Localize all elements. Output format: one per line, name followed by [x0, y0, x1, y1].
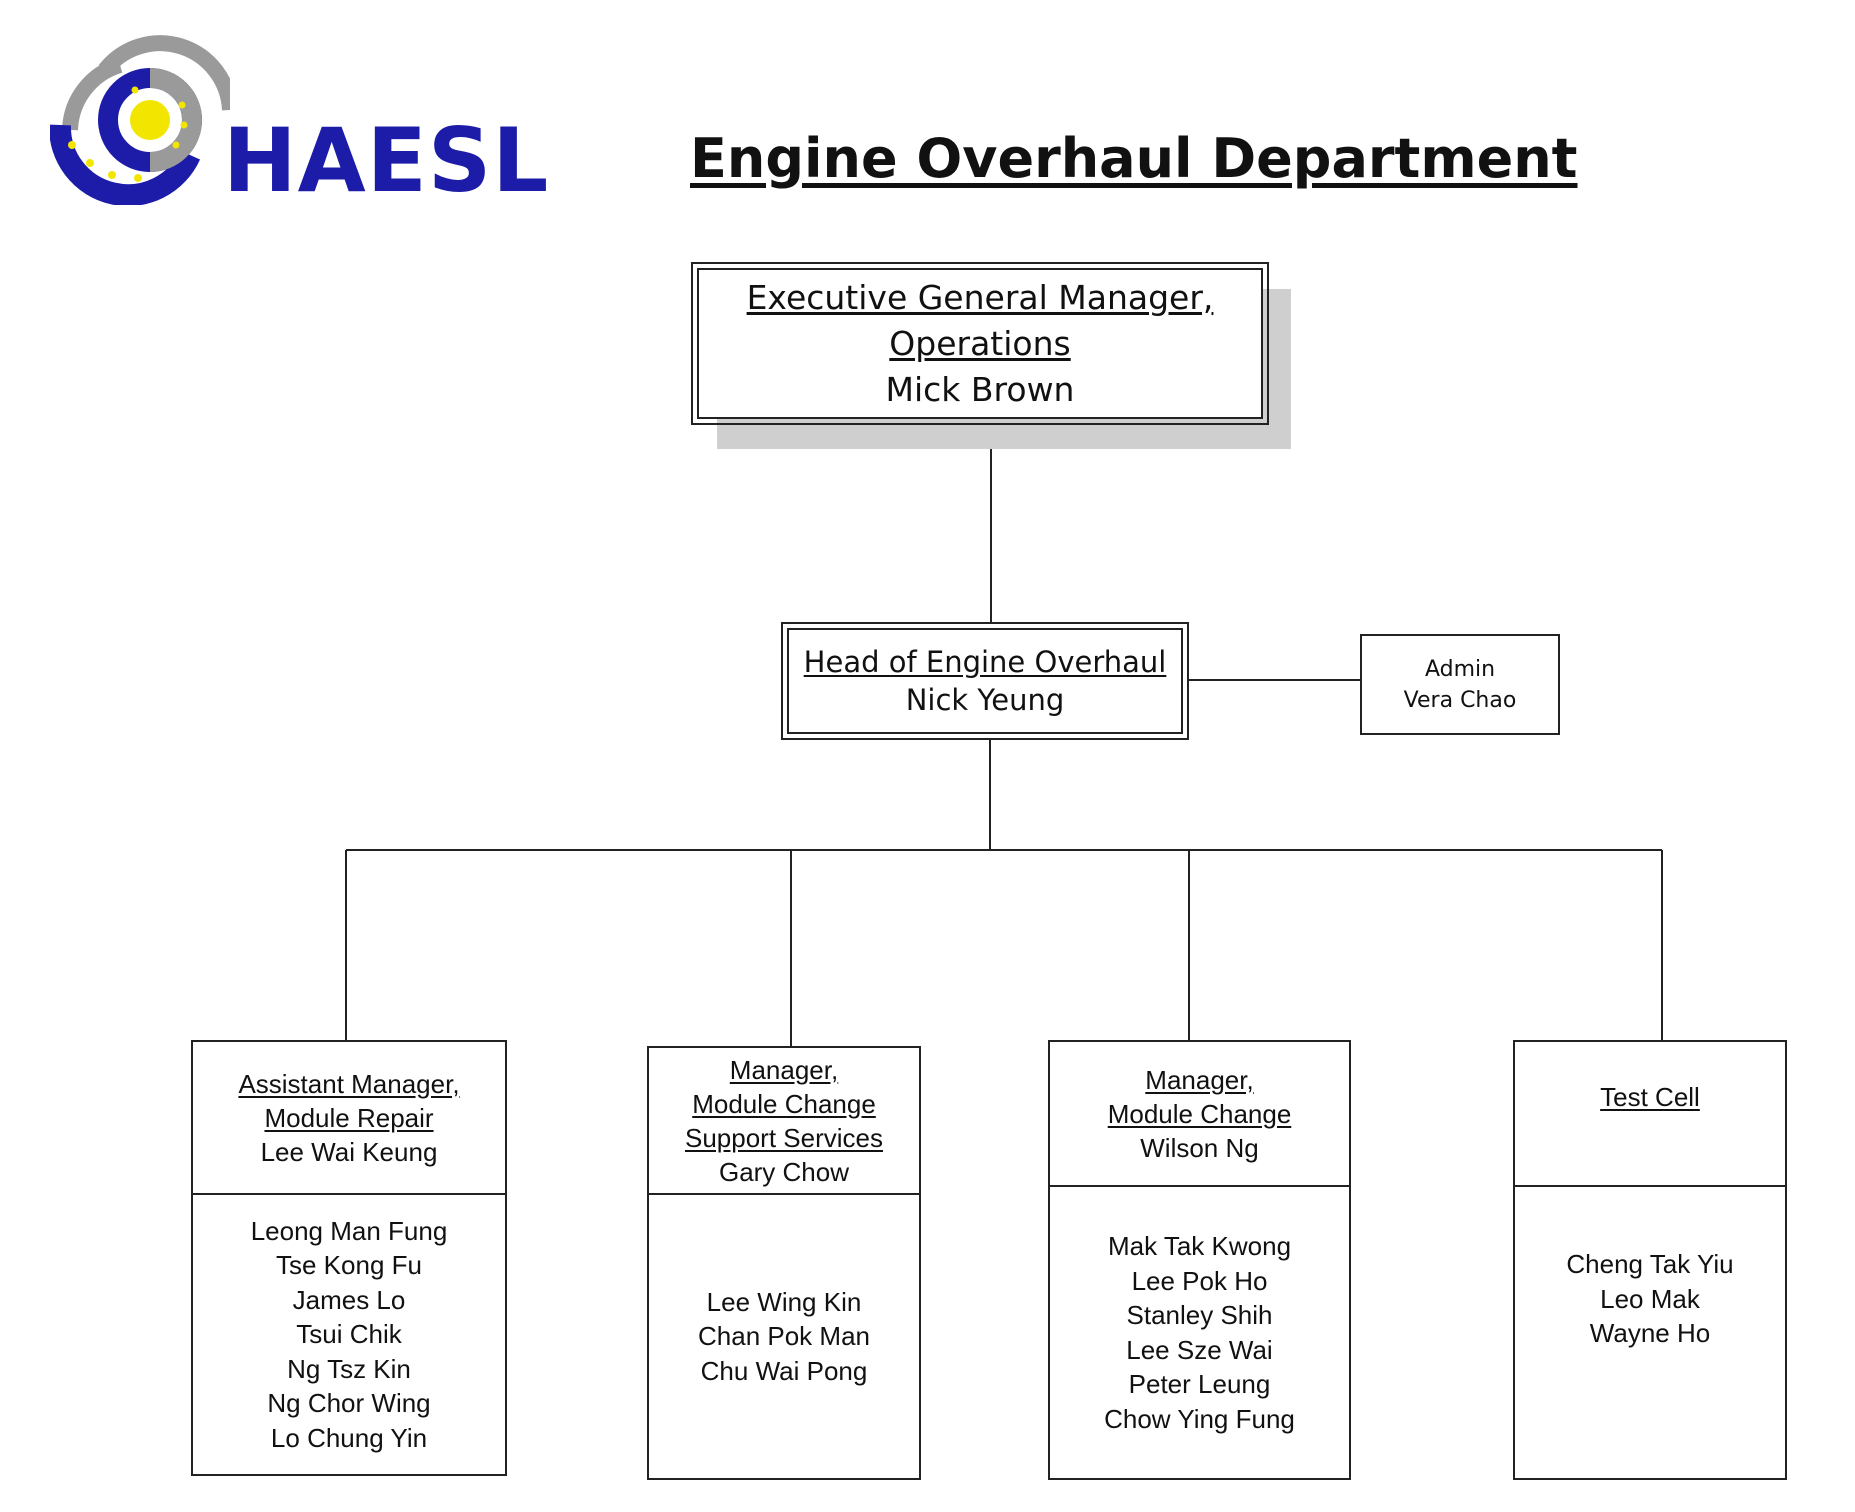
member-name: Chu Wai Pong	[700, 1355, 868, 1386]
logo-text: HAESL	[223, 109, 550, 212]
member-name: Wayne Ho	[1589, 1318, 1711, 1348]
logo-emblem-icon	[48, 35, 238, 207]
department-role-line: Manager,	[1145, 1064, 1254, 1095]
department-box-module-change: Manager, Module Change Wilson Ng Mak Tak…	[1048, 1040, 1351, 1480]
department-role-line: Support Services	[685, 1122, 883, 1153]
member-name: Chow Ying Fung	[1104, 1403, 1295, 1434]
member-name: Tsui Chik	[296, 1319, 402, 1350]
head-name: Nick Yeung	[905, 683, 1065, 717]
department-role-line: Module Change	[1107, 1098, 1292, 1129]
page-title: Engine Overhaul Department	[690, 127, 1578, 190]
member-name: Cheng Tak Yiu	[1566, 1249, 1734, 1279]
department-role-line: Module Repair	[264, 1102, 434, 1133]
department-members: Lee Wing Kin Chan Pok Man Chu Wai Pong	[649, 1195, 919, 1478]
member-name: Ng Chor Wing	[267, 1388, 431, 1419]
department-manager: Gary Chow	[718, 1156, 850, 1187]
department-manager: Lee Wai Keung	[260, 1136, 438, 1167]
department-role-line: Module Change	[692, 1088, 876, 1119]
member-name: Chan Pok Man	[698, 1321, 870, 1352]
member-name: Leong Man Fung	[250, 1215, 448, 1246]
executive-role-line1: Executive General Manager,	[746, 277, 1214, 317]
member-name: Lee Sze Wai	[1126, 1334, 1273, 1365]
member-name: Leo Mak	[1600, 1283, 1700, 1314]
member-name: Lee Pok Ho	[1131, 1265, 1268, 1296]
department-role-line: Test Cell	[1600, 1082, 1700, 1112]
executive-role-line2: Operations	[889, 323, 1071, 363]
member-name: Mak Tak Kwong	[1107, 1231, 1292, 1261]
executive-box: Executive General Manager, Operations Mi…	[691, 262, 1269, 425]
member-name: Lo Chung Yin	[270, 1422, 428, 1453]
admin-box: Admin Vera Chao	[1360, 634, 1560, 735]
member-name: Lee Wing Kin	[706, 1286, 862, 1317]
department-members: Cheng Tak Yiu Leo Mak Wayne Ho	[1515, 1187, 1785, 1478]
department-box-module-change-support: Manager, Module Change Support Services …	[647, 1046, 921, 1480]
department-header: Manager, Module Change Wilson Ng	[1050, 1042, 1349, 1187]
department-members: Leong Man Fung Tse Kong Fu James Lo Tsui…	[193, 1195, 505, 1474]
haesl-logo: HAESL	[48, 35, 548, 207]
department-header: Assistant Manager, Module Repair Lee Wai…	[193, 1042, 505, 1195]
head-role: Head of Engine Overhaul	[803, 645, 1167, 679]
department-header: Manager, Module Change Support Services …	[649, 1048, 919, 1195]
member-name: Peter Leung	[1128, 1369, 1271, 1399]
department-manager: Wilson Ng	[1140, 1132, 1259, 1163]
member-name: Ng Tsz Kin	[287, 1353, 411, 1384]
department-role-line: Assistant Manager,	[238, 1068, 460, 1099]
member-name: James Lo	[292, 1284, 406, 1315]
department-box-module-repair: Assistant Manager, Module Repair Lee Wai…	[191, 1040, 507, 1476]
department-members: Mak Tak Kwong Lee Pok Ho Stanley Shih Le…	[1050, 1187, 1349, 1478]
executive-name: Mick Brown	[885, 369, 1075, 409]
department-header: Test Cell	[1515, 1042, 1785, 1187]
member-name: Stanley Shih	[1126, 1300, 1273, 1330]
member-name: Tse Kong Fu	[276, 1250, 422, 1281]
head-box: Head of Engine Overhaul Nick Yeung	[781, 622, 1189, 740]
admin-role: Admin	[1424, 656, 1496, 682]
admin-name: Vera Chao	[1403, 687, 1517, 713]
department-box-test-cell: Test Cell Cheng Tak Yiu Leo Mak Wayne Ho	[1513, 1040, 1787, 1480]
department-role-line: Manager,	[729, 1054, 839, 1085]
